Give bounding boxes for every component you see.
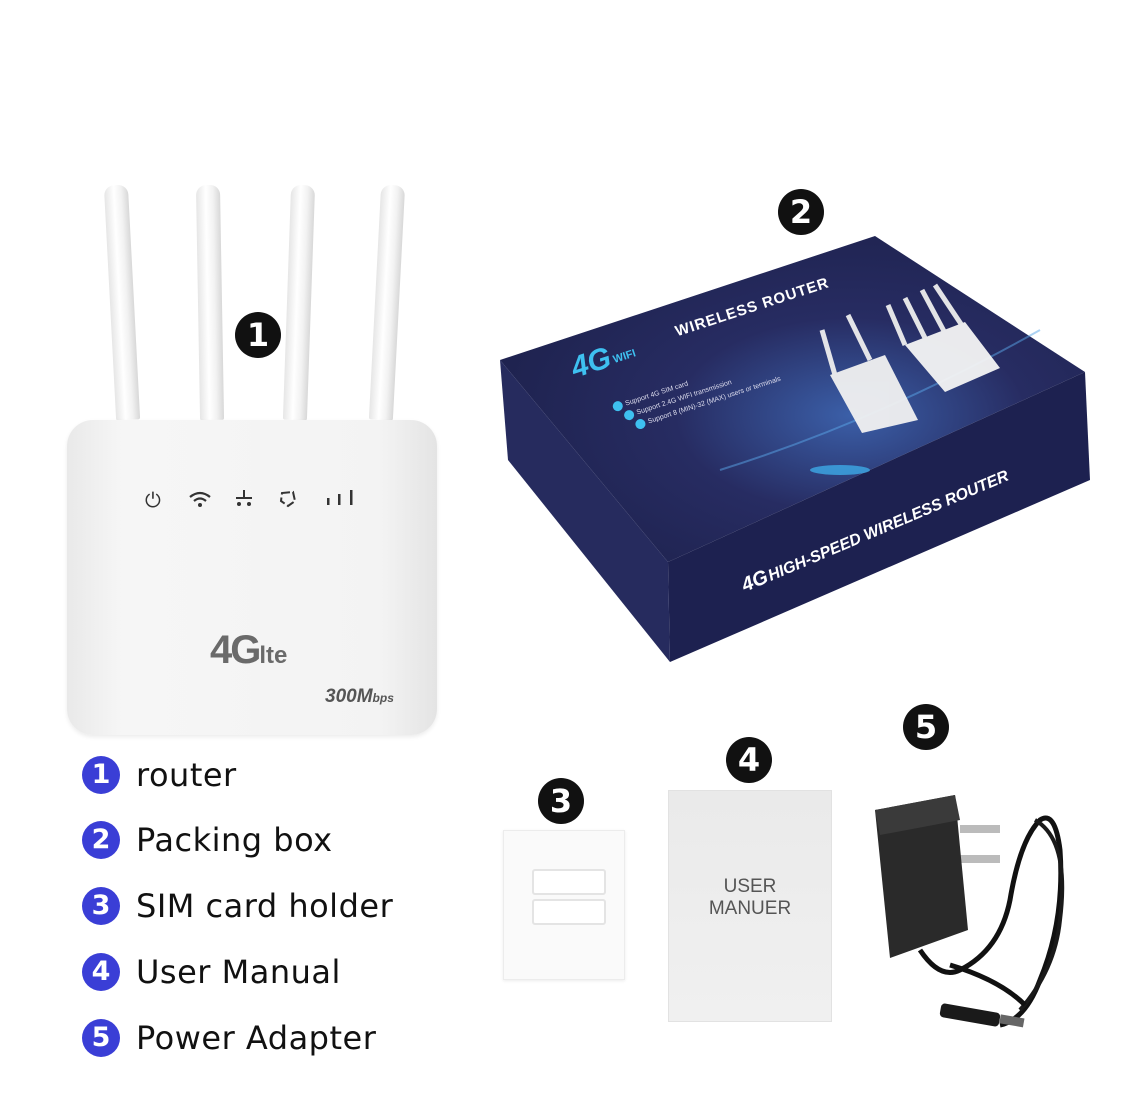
marker-2: 2 xyxy=(778,189,824,235)
legend-label: router xyxy=(136,756,237,794)
marker-3: 3 xyxy=(538,778,584,824)
legend-item: 1 router xyxy=(82,756,237,794)
router-speed: 300Mbps xyxy=(325,686,394,708)
legend-item: 3 SIM card holder xyxy=(82,887,393,925)
packing-box-image: 4G WIFI WIRELESS ROUTER Support 4G SIM c… xyxy=(500,236,1090,662)
legend-item: 2 Packing box xyxy=(82,821,333,859)
legend-item: 5 Power Adapter xyxy=(82,1019,376,1057)
lan-icon xyxy=(234,488,254,513)
marker-5: 5 xyxy=(903,704,949,750)
legend-item: 4 User Manual xyxy=(82,953,341,991)
speed-main: 300M xyxy=(325,686,373,707)
legend-number: 2 xyxy=(82,821,120,859)
signal-icon xyxy=(325,488,355,513)
box-router-illustration xyxy=(819,283,1000,433)
sim-card-holder-image xyxy=(503,830,625,980)
legend-label: Power Adapter xyxy=(136,1019,377,1057)
box-front xyxy=(668,372,1090,662)
marker-4: 4 xyxy=(726,737,772,783)
internet-icon xyxy=(278,488,298,513)
speed-unit: bps xyxy=(372,691,394,705)
brand-main: 4G xyxy=(210,628,261,672)
legend-number: 5 xyxy=(82,1019,120,1057)
legend-label: Packing box xyxy=(136,821,333,859)
brand-sub: lte xyxy=(259,642,288,669)
manual-title-line1: USER xyxy=(723,876,777,897)
legend-number: 1 xyxy=(82,756,120,794)
router-brand: 4Glte xyxy=(210,628,287,673)
power-icon: ⏻ xyxy=(145,488,161,512)
manual-title-line2: MANUER xyxy=(708,898,792,919)
router-image xyxy=(67,420,437,735)
box-side xyxy=(500,360,670,662)
user-manual-image: USER MANUER xyxy=(668,790,832,1022)
legend-label: SIM card holder xyxy=(136,887,394,925)
wifi-icon xyxy=(188,490,212,515)
legend-number: 4 xyxy=(82,953,120,991)
power-adapter-image xyxy=(875,795,1065,1028)
legend-label: User Manual xyxy=(136,953,341,991)
legend-number: 3 xyxy=(82,887,120,925)
marker-1: 1 xyxy=(235,312,281,358)
